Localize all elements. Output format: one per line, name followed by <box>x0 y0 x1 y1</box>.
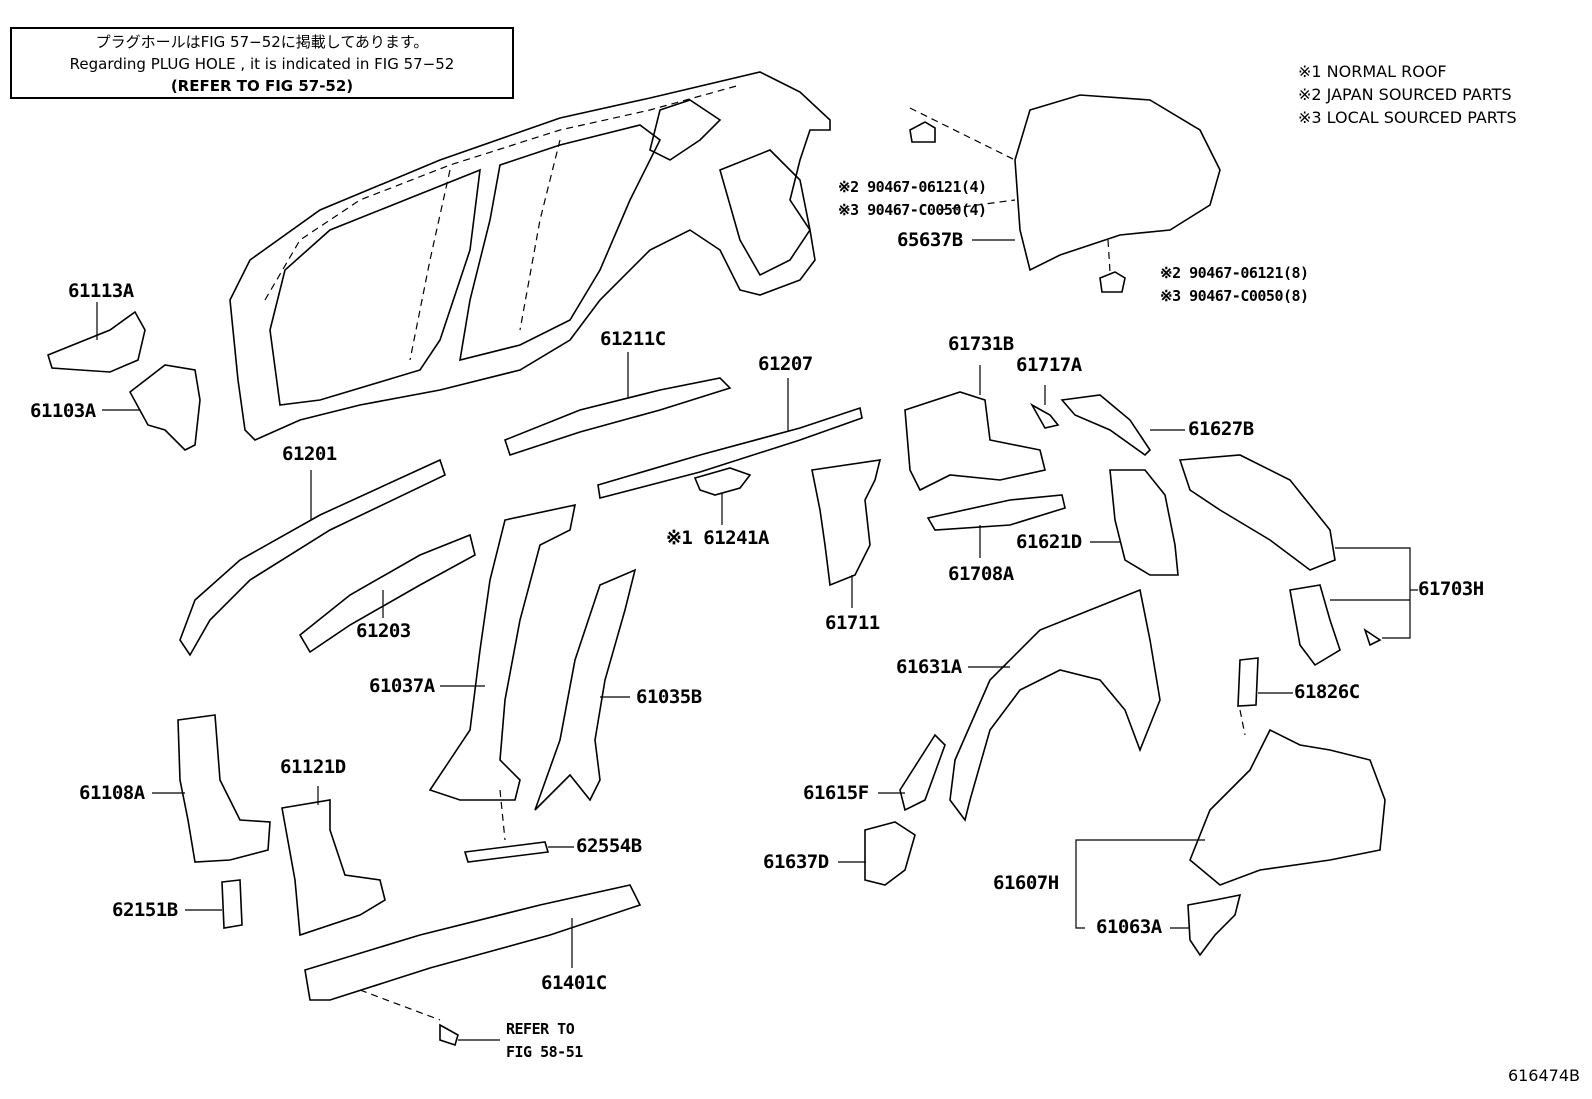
part-61113A-shape <box>47 302 146 373</box>
label-61203[interactable]: 61203 <box>356 620 411 642</box>
note-line-reference: (REFER TO FIG 57-52) <box>170 77 354 95</box>
label-clip-b-japan[interactable]: ※2 90467-06121(8) <box>1160 264 1309 282</box>
label-refer-to[interactable]: REFER TO <box>506 1020 575 1038</box>
part-61826C-shape <box>1237 657 1293 707</box>
note-line-english: Regarding PLUG HOLE , it is indicated in… <box>69 55 455 73</box>
label-clip-b-local[interactable]: ※3 90467-C0050(8) <box>1160 287 1309 305</box>
part-61708A-shape <box>926 494 1066 558</box>
label-61103A[interactable]: 61103A <box>30 400 96 422</box>
label-62151B[interactable]: 62151B <box>112 899 178 921</box>
label-61615F[interactable]: 61615F <box>803 782 869 804</box>
label-61708A[interactable]: 61708A <box>948 563 1014 585</box>
label-61731B[interactable]: 61731B <box>948 333 1014 355</box>
diagram-reference-number: 616474B <box>1507 1066 1580 1085</box>
label-61121D[interactable]: 61121D <box>280 756 346 778</box>
part-61037A-shape <box>428 503 577 801</box>
part-61703H-shape <box>1178 454 1418 667</box>
part-61615F-shape <box>878 733 946 812</box>
part-61063A-shape <box>1170 893 1242 957</box>
label-61637D[interactable]: 61637D <box>763 851 829 873</box>
legend-item-japan-sourced: ※2 JAPAN SOURCED PARTS <box>1298 85 1512 104</box>
part-61201-shape <box>179 458 446 657</box>
label-61063A[interactable]: 61063A <box>1096 916 1162 938</box>
label-61621D[interactable]: 61621D <box>1016 531 1082 553</box>
label-refer-fig[interactable]: FIG 58-51 <box>506 1043 583 1061</box>
label-61826C[interactable]: 61826C <box>1294 681 1360 703</box>
legend-item-local-sourced: ※3 LOCAL SOURCED PARTS <box>1298 108 1517 127</box>
label-61037A[interactable]: 61037A <box>369 675 435 697</box>
legend: ※1 NORMAL ROOF ※2 JAPAN SOURCED PARTS ※3… <box>1298 60 1517 129</box>
part-65637B-shape <box>909 94 1221 293</box>
part-61631A-shape <box>949 588 1161 822</box>
part-61711-shape <box>811 459 882 608</box>
body-side-outer-panel <box>229 71 831 441</box>
label-61627B[interactable]: 61627B <box>1188 418 1254 440</box>
label-61035B[interactable]: 61035B <box>636 686 702 708</box>
part-61401C-shape <box>304 884 642 1047</box>
part-61717A-shape <box>1029 385 1060 429</box>
part-62554B-shape <box>463 789 574 863</box>
label-65637B[interactable]: 65637B <box>897 229 963 251</box>
label-61401C[interactable]: 61401C <box>541 972 607 994</box>
part-61207-shape <box>597 378 863 499</box>
label-61631A[interactable]: 61631A <box>896 656 962 678</box>
part-61731B-shape <box>904 365 1046 492</box>
label-61201[interactable]: 61201 <box>282 443 337 465</box>
part-61121D-shape <box>281 786 386 937</box>
note-line-japanese: プラグホールはFIG 57−52に掲載してあります。 <box>95 33 429 51</box>
part-61203-shape <box>298 533 476 654</box>
plug-hole-note-box: プラグホールはFIG 57−52に掲載してあります。 Regarding PLU… <box>10 27 514 99</box>
part-61035B-shape <box>534 568 637 811</box>
label-61207[interactable]: 61207 <box>758 353 813 375</box>
label-61607H[interactable]: 61607H <box>993 872 1059 894</box>
legend-item-normal-roof: ※1 NORMAL ROOF <box>1298 62 1447 81</box>
part-61607H-shape <box>1075 709 1386 929</box>
label-61241A[interactable]: ※1 61241A <box>666 527 769 549</box>
part-61108A-shape <box>152 714 271 863</box>
label-clip-a-local[interactable]: ※3 90467-C0050(4) <box>838 201 987 219</box>
label-61211C[interactable]: 61211C <box>600 328 666 350</box>
part-61621D-shape <box>1090 469 1179 576</box>
label-61717A[interactable]: 61717A <box>1016 354 1082 376</box>
part-61637D-shape <box>838 821 916 886</box>
label-61108A[interactable]: 61108A <box>79 782 145 804</box>
label-61711[interactable]: 61711 <box>825 612 880 634</box>
part-61241A-shape <box>693 467 752 525</box>
part-61627B-shape <box>1060 394 1185 457</box>
part-61103A-shape <box>102 364 201 451</box>
label-61113A[interactable]: 61113A <box>68 280 134 302</box>
label-62554B[interactable]: 62554B <box>576 835 642 857</box>
label-clip-a-japan[interactable]: ※2 90467-06121(4) <box>838 178 987 196</box>
part-61211C-shape <box>504 352 732 457</box>
label-61703H[interactable]: 61703H <box>1418 578 1484 600</box>
part-62151B-shape <box>185 879 243 929</box>
